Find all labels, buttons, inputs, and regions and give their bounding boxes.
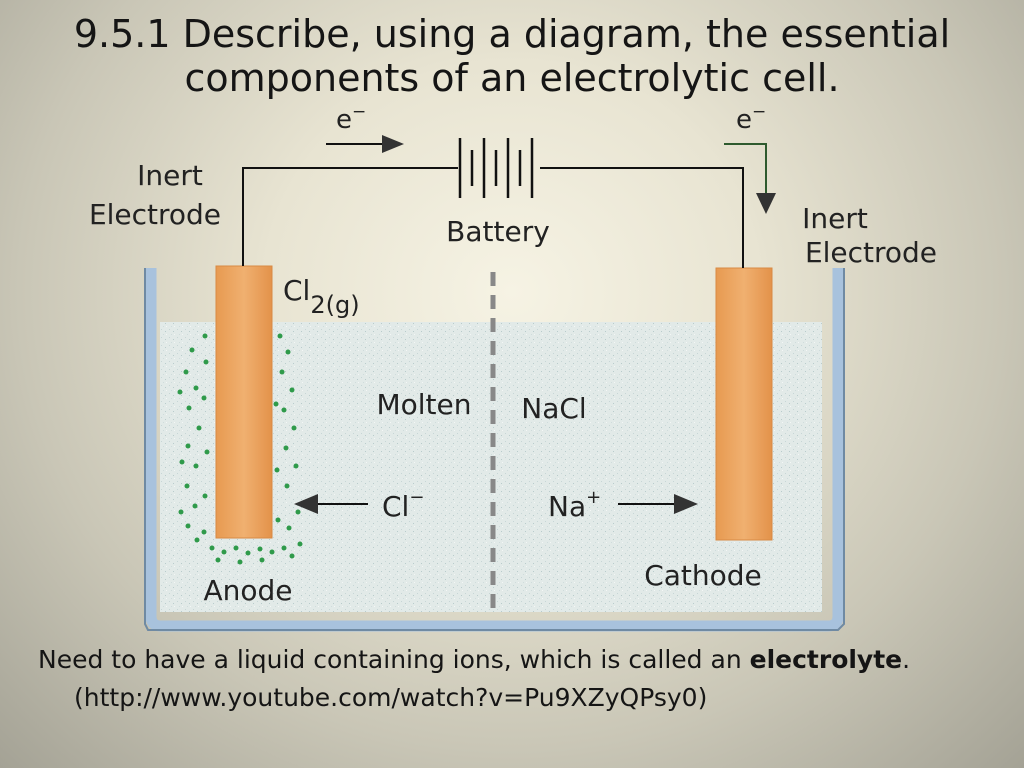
electrolyte-label-molten: Molten [376,388,471,421]
chlorine-gas-bubbles [177,333,303,565]
slide-title: 9.5.1 Describe, using a diagram, the ess… [0,12,1024,100]
battery-label: Battery [446,215,550,248]
right-electrode-label-line2: Electrode [805,236,937,269]
chlorine-gas-label: Cl2(g) [283,274,360,319]
cathode-electrode [715,267,773,541]
chloride-migration-arrow [294,494,368,514]
electrolyte-label-nacl: NaCl [521,392,586,425]
electron-label-right: e− [736,102,766,135]
title-line-1: 9.5.1 Describe, using a diagram, the ess… [73,12,951,56]
electron-label-left: e− [336,102,366,135]
right-electrode-label-line1: Inert [802,202,868,235]
sodium-ion-label: Na+ [548,487,601,523]
title-line-2: components of an electrolytic cell. [184,56,840,100]
caption-source-link: (http://www.youtube.com/watch?v=Pu9XZyQP… [74,683,708,712]
left-electrode-label-line2: Electrode [89,198,221,231]
anode-electrode [215,265,273,539]
left-electrode-label-line1: Inert [137,159,203,192]
anode-label: Anode [203,574,292,607]
circuit-wires [242,167,744,268]
battery-symbol [458,138,534,198]
caption-line-1: Need to have a liquid containing ions, w… [38,645,911,674]
sodium-migration-arrow [618,494,698,514]
electron-flow-arrow-right [724,143,776,214]
electron-flow-arrow-left [326,135,404,153]
cathode-label: Cathode [644,559,762,592]
cell-container [145,268,844,632]
caption: Need to have a liquid containing ions, w… [38,641,998,717]
chloride-ion-label: Cl− [382,487,424,523]
electrolyte-term: electrolyte [749,645,903,674]
